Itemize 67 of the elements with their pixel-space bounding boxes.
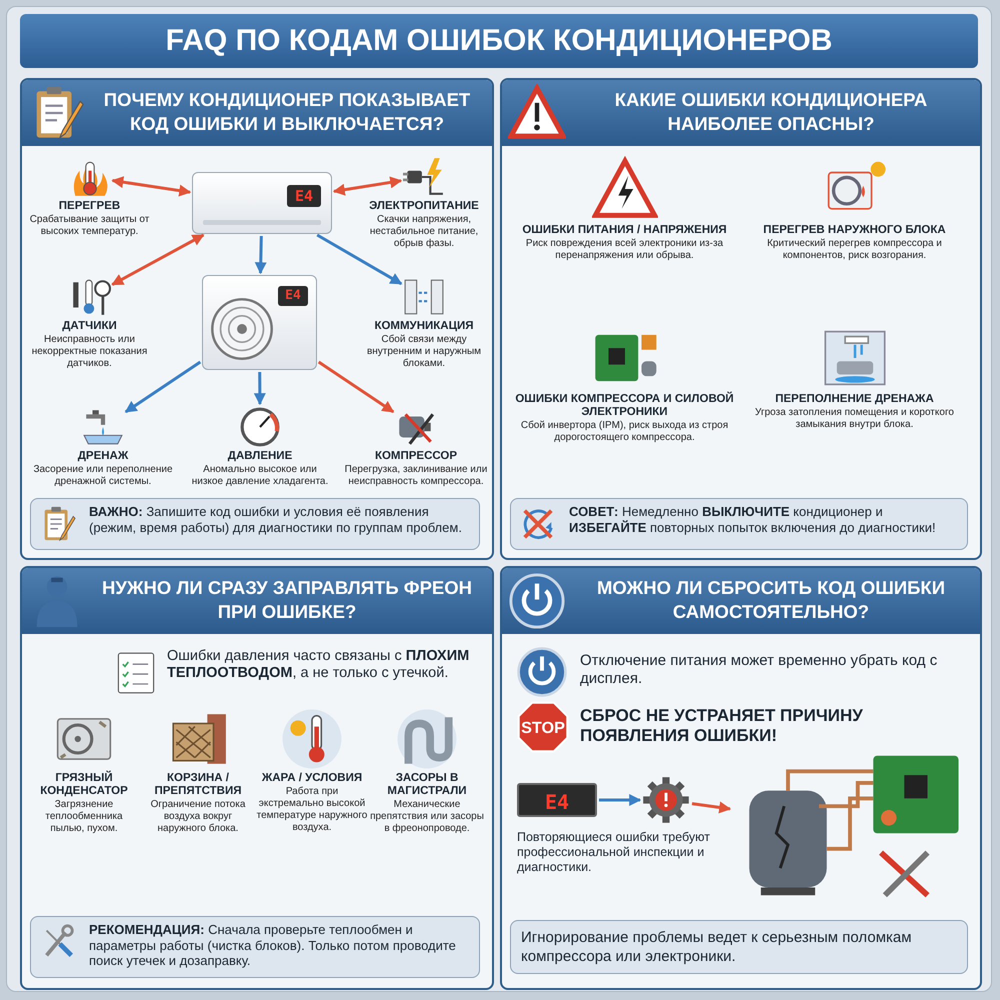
item-description: Механические препятствия или засоры в фреонопроводе. (370, 799, 484, 835)
item-title: ЭЛЕКТРОПИТАНИЕ (368, 200, 480, 213)
item-description: Ограничение потока воздуха вокруг наружного блока. (150, 799, 246, 835)
item-description: Засорение или переполнение дренажной системы. (32, 464, 174, 488)
outdoor-unit (202, 275, 317, 370)
note-text: ВАЖНО: Запишите код ошибки и условия её появления (режим, время работы) для диагностики по группам проблем. (89, 504, 463, 535)
arrow (254, 236, 267, 274)
item-title: ДАТЧИКИ (61, 320, 118, 333)
faq-panel (20, 566, 494, 990)
error-display: E4 (287, 185, 321, 207)
panel-heading: КАКИЕ ОШИБКИ КОНДИЦИОНЕРА НАИБОЛЕЕ ОПАСНЫ? (614, 88, 928, 136)
item-title: КОРЗИНА / ПРЕПЯТСТВИЯ (153, 772, 243, 798)
double-arrow (111, 176, 192, 197)
faq-panel (20, 78, 494, 560)
note-text: РЕКОМЕНДАЦИЯ: Сначала проверьте теплообмен и параметры работы (чистка блоков). Только потом проводите поиск утечек и дозаправку. (89, 922, 457, 968)
double-arrow (332, 176, 402, 196)
double-arrow (111, 234, 204, 286)
note-box (30, 916, 480, 978)
item-title: ДАВЛЕНИЕ (226, 450, 294, 463)
arrow (692, 801, 732, 814)
item-title: ПЕРЕГРЕВ (58, 200, 122, 213)
note-box (30, 498, 480, 550)
faq-panel (500, 566, 982, 990)
item-title: ЗАСОРЫ В МАГИСТРАЛИ (386, 772, 468, 798)
arrow (599, 794, 642, 806)
item-description: Риск повреждения всей электроники из-за перенапряжения или обрыва. (524, 238, 724, 262)
arrow (318, 360, 394, 414)
item-title: ПЕРЕГРЕВ НАРУЖНОГО БЛОКА (762, 224, 947, 237)
item-title: ГРЯЗНЫЙ КОНДЕНСАТОР (39, 772, 129, 798)
item-title: КОММУНИКАЦИЯ (373, 320, 475, 333)
indoor-unit (192, 172, 332, 234)
item-description: Перегрузка, заклинивание или неисправность компрессора. (344, 464, 488, 488)
item-title: КОМПРЕССОР (374, 450, 458, 463)
note-box (510, 920, 968, 974)
note-text: Игнорирование проблемы ведет к серьезным поломкам компрессора или электроники. (521, 928, 913, 966)
panel-text: Отключение питания может временно убрать код с дисплея. (580, 652, 938, 688)
panel-text: Ошибки давления часто связаны с ПЛОХИМ ТЕПЛООТВОДОМ, а не только с утечкой. (167, 648, 470, 683)
error-display: E4 (517, 783, 597, 817)
panel-text: Повторяющиеся ошибки требуют профессиональной инспекции и диагностики. (517, 830, 711, 875)
item-description: Загрязнение теплообменника пылью, пухом. (44, 799, 124, 835)
item-description: Срабатывание защиты от высоких температур. (28, 214, 150, 238)
arrow (124, 360, 202, 414)
item-description: Угроза затопления помещения и короткого замыкания внутри блока. (754, 407, 955, 431)
error-display: E4 (278, 286, 308, 306)
panel-heading: НУЖНО ЛИ СРАЗУ ЗАПРАВЛЯТЬ ФРЕОН ПРИ ОШИБКЕ? (100, 576, 474, 624)
arrow (316, 234, 402, 286)
faq-panel (500, 78, 982, 560)
stop-sign-icon: STOP (516, 700, 570, 754)
item-description: Аномально высокое или низкое давление хладагента. (190, 464, 330, 488)
title-bar: FAQ ПО КОДАМ ОШИБОК КОНДИЦИОНЕРОВ (20, 14, 978, 68)
item-description: Сбой инвертора (IPM), риск выхода из строя дорогостоящего компрессора. (520, 420, 730, 444)
item-description: Скачки напряжения, нестабильное питание, обрыв фазы. (368, 214, 480, 250)
note-box (510, 498, 968, 550)
item-description: Сбой связи между внутренним и наружным блоками. (366, 334, 482, 370)
item-title: ЖАРА / УСЛОВИЯ (260, 772, 364, 785)
panel-heading: ПОЧЕМУ КОНДИЦИОНЕР ПОКАЗЫВАЕТ КОД ОШИБКИ И ВЫКЛЮЧАЕТСЯ? (102, 88, 472, 136)
item-title: ОШИБКИ КОМПРЕССОРА И СИЛОВОЙ ЭЛЕКТРОНИКИ (514, 393, 735, 419)
item-title: ОШИБКИ ПИТАНИЯ / НАПРЯЖЕНИЯ (521, 224, 728, 237)
arrow (254, 372, 266, 406)
item-description: Работа при экстремально высокой температуре наружного воздуха. (256, 786, 368, 834)
item-description: Неисправность или некорректные показания датчиков. (30, 334, 148, 370)
item-title: ПЕРЕПОЛНЕНИЕ ДРЕНАЖА (774, 393, 935, 406)
panel-heading: МОЖНО ЛИ СБРОСИТЬ КОД ОШИБКИ САМОСТОЯТЕЛЬНО? (596, 576, 946, 624)
item-title: ДРЕНАЖ (76, 450, 130, 463)
warning-text: СБРОС НЕ УСТРАНЯЕТ ПРИЧИНУ ПОЯВЛЕНИЯ ОШИБКИ! (580, 706, 864, 747)
note-text: СОВЕТ: Немедленно ВЫКЛЮЧИТЕ кондиционер и ИЗБЕГАЙТЕ повторных попыток включения до диагностики! (569, 504, 937, 535)
item-description: Критический перегрев компрессора и компонентов, риск возгорания. (766, 238, 943, 262)
